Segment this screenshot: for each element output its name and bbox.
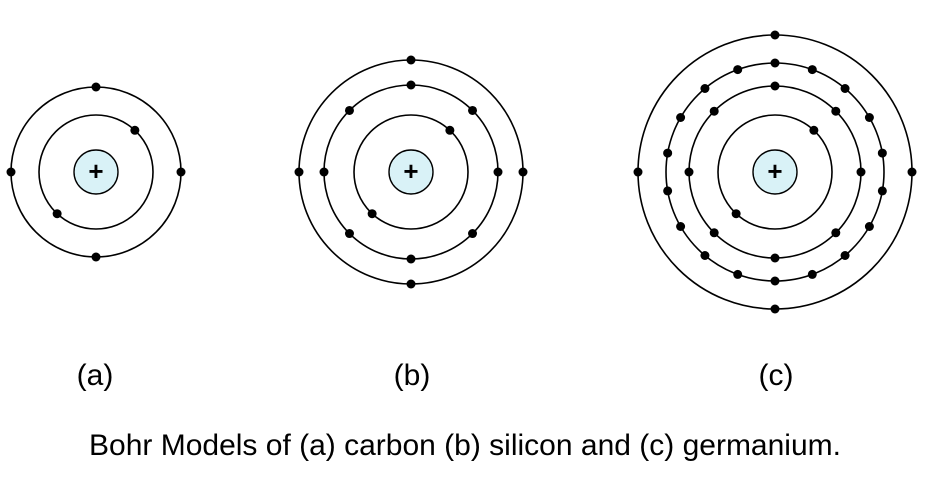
- electron-shell-1-1: [130, 125, 140, 135]
- electron-shell-2-3: [319, 167, 329, 177]
- electron-shell-3-1: [770, 58, 780, 68]
- electron-shell-1: [717, 114, 833, 230]
- electron-shell-4-3: [633, 167, 643, 177]
- atom-label-c: (c): [758, 359, 794, 392]
- electron-shell-4-4: [770, 304, 780, 314]
- electron-shell-3-5: [663, 148, 673, 158]
- nucleus: [73, 149, 119, 195]
- electron-shell-3-2: [406, 55, 416, 65]
- electron-shell-3-17: [840, 84, 850, 93]
- electron-shell-2-8: [831, 106, 841, 116]
- electron-shell-1-2: [367, 209, 377, 219]
- electron-shell-1-2: [731, 209, 741, 219]
- electron-shell-3-1: [518, 167, 528, 177]
- electron-shell-2-1: [176, 167, 186, 177]
- electron-shell-3-4: [406, 279, 416, 289]
- electron-shell-3-4: [676, 113, 686, 122]
- nucleus: [388, 149, 434, 195]
- nucleus-plus-sign: +: [767, 156, 782, 186]
- electron-shell-3-18: [807, 65, 817, 75]
- electron-shell-2-2: [344, 105, 354, 115]
- nucleus: [752, 149, 798, 195]
- electron-shell-2-8: [468, 105, 478, 115]
- electron-shell-2-2: [91, 82, 101, 92]
- electron-shell-3-12: [840, 251, 850, 260]
- nucleus-plus-sign: +: [88, 156, 103, 186]
- electron-shell-3-10: [770, 276, 780, 286]
- electron-shell-3-9: [733, 269, 743, 279]
- electron-shell-3-14: [877, 186, 887, 196]
- electron-shell-2-1: [406, 80, 416, 90]
- electron-shell-3-11: [807, 269, 817, 279]
- electron-shell-2-4: [91, 252, 101, 262]
- electron-shell-3-16: [864, 113, 874, 122]
- electron-shell-4-2: [770, 30, 780, 40]
- electron-shell-1: [353, 114, 469, 230]
- electron-shell-2-4: [344, 229, 354, 239]
- electron-shell-1: [38, 114, 154, 230]
- carbon-atom: +: [6, 82, 186, 262]
- electron-shell-2-5: [770, 253, 780, 263]
- electron-shell-3-3: [294, 167, 304, 177]
- electron-shell-3-15: [877, 148, 887, 158]
- electron-shell-3-13: [864, 222, 874, 231]
- electron-shell-2-6: [831, 228, 841, 238]
- electron-shell-2-7: [856, 167, 866, 177]
- electron-shell-2-4: [709, 228, 719, 238]
- electron-shell-3-6: [663, 186, 673, 196]
- figure-caption: Bohr Models of (a) carbon (b) silicon an…: [89, 429, 841, 462]
- electron-shell-2-1: [770, 81, 780, 91]
- nucleus-plus-sign: +: [403, 156, 418, 186]
- electron-shell-2-6: [468, 229, 478, 239]
- germanium-atom: +: [633, 30, 917, 314]
- silicon-atom: +: [294, 55, 528, 289]
- electron-shell-2-7: [493, 167, 503, 177]
- electron-shell-3-8: [700, 251, 710, 260]
- electron-shell-3-2: [733, 65, 743, 75]
- electron-shell-1-1: [809, 125, 819, 135]
- electron-shell-2-3: [684, 167, 694, 177]
- electron-shell-4-1: [907, 167, 917, 177]
- atom-label-a: (a): [76, 359, 114, 392]
- electron-shell-3-7: [676, 222, 686, 231]
- atom-label-b: (b): [393, 359, 431, 392]
- electron-shell-1-1: [445, 125, 455, 135]
- electron-shell-2-3: [6, 167, 16, 177]
- electron-shell-2-2: [709, 106, 719, 116]
- electron-shell-3-3: [700, 84, 710, 93]
- electron-shell-1-2: [52, 209, 62, 219]
- electron-shell-2-5: [406, 254, 416, 264]
